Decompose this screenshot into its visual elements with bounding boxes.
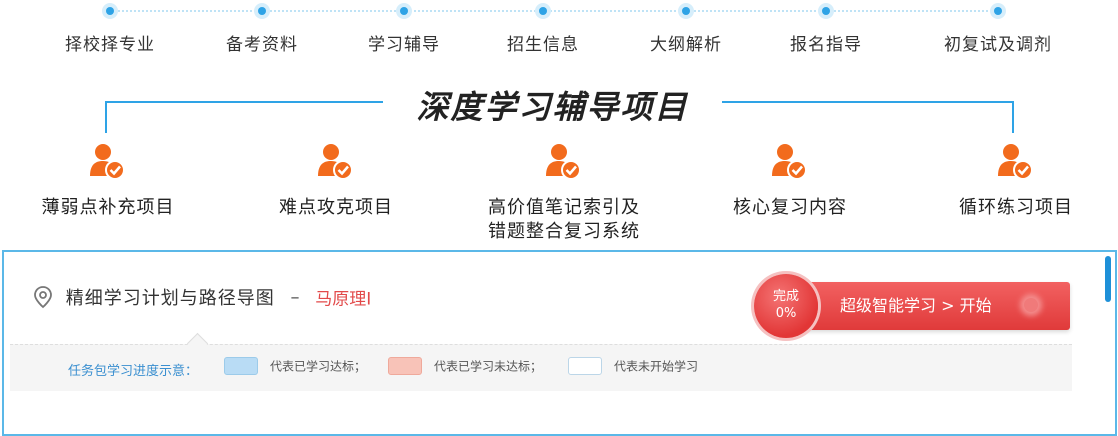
step-retest[interactable]: 初复试及调剂 (918, 0, 1078, 55)
plan-subject[interactable]: 马原理I (315, 289, 372, 310)
progress-value: 0% (775, 306, 797, 321)
step-tutoring[interactable]: 学习辅导 (324, 0, 484, 55)
step-dot-icon (254, 3, 270, 19)
plan-title: 精细学习计划与路径导图 (65, 288, 275, 309)
project-weak-points[interactable]: 薄弱点补充项目 (8, 142, 208, 220)
step-label: 备考资料 (226, 35, 298, 55)
project-label: 核心复习内容 (733, 197, 847, 218)
step-label: 大纲解析 (650, 35, 722, 55)
legend-swatch (568, 357, 602, 375)
step-materials[interactable]: 备考资料 (182, 0, 342, 55)
project-label-line2: 错题整合复习系统 (488, 221, 640, 242)
step-admission-info[interactable]: 招生信息 (463, 0, 623, 55)
sparkle-icon (1024, 298, 1038, 312)
step-timeline: 择校择专业 备考资料 学习辅导 招生信息 大纲解析 报名指导 初复试及调剂 (0, 0, 1118, 60)
section-title: 深度学习辅导项目 (416, 88, 689, 126)
user-check-icon (996, 142, 1036, 182)
legend-swatch (388, 357, 422, 375)
legend-label: 任务包学习进度示意： (68, 364, 199, 379)
progress-circle: 完成 0% (754, 274, 818, 338)
section-title-bar: 深度学习辅导项目 (0, 80, 1118, 135)
step-label: 择校择专业 (65, 35, 155, 55)
legend-text: 代表未开始学习 (614, 359, 699, 374)
project-core-review[interactable]: 核心复习内容 (690, 142, 890, 220)
start-learning-button[interactable]: 超级智能学习 > 开始 (782, 282, 1070, 330)
legend-item-not-started: 代表未开始学习 (568, 357, 698, 377)
project-label: 高价值笔记索引及 错题整合复习系统 (464, 196, 664, 244)
step-dot-icon (678, 3, 694, 19)
step-dot-icon (990, 3, 1006, 19)
legend-text: 代表已学习达标； (270, 359, 367, 374)
step-dot-icon (818, 3, 834, 19)
step-syllabus[interactable]: 大纲解析 (606, 0, 766, 55)
start-button-label: 超级智能学习 > 开始 (840, 296, 992, 315)
legend-notch (186, 332, 209, 355)
legend-item-passed: 代表已学习达标； (224, 357, 366, 377)
plan-header: 精细学习计划与路径导图 – 马原理I (32, 284, 371, 310)
step-registration[interactable]: 报名指导 (746, 0, 906, 55)
step-label: 初复试及调剂 (944, 35, 1052, 55)
project-cyclic-practice[interactable]: 循环练习项目 (916, 142, 1116, 220)
title-left-line (105, 101, 383, 103)
scrollbar-thumb[interactable] (1105, 256, 1111, 302)
progress-label: 完成 (772, 289, 799, 304)
step-school-major[interactable]: 择校择专业 (30, 0, 190, 55)
legend-swatch (224, 357, 258, 375)
step-label: 学习辅导 (368, 35, 440, 55)
plan-title-dash: – (290, 286, 300, 308)
project-label-line1: 高价值笔记索引及 (488, 197, 640, 218)
title-right-bracket (1012, 101, 1014, 133)
legend-text: 代表已学习未达标； (434, 359, 543, 374)
step-dot-icon (396, 3, 412, 19)
project-label: 难点攻克项目 (279, 197, 393, 218)
location-pin-icon (32, 285, 54, 309)
project-notes-index[interactable]: 高价值笔记索引及 错题整合复习系统 (464, 142, 664, 244)
plan-panel: 精细学习计划与路径导图 – 马原理I 超级智能学习 > 开始 完成 0% 任务包… (2, 250, 1117, 436)
user-check-icon (88, 142, 128, 182)
title-right-line (722, 101, 1014, 103)
user-check-icon (770, 142, 810, 182)
progress-legend: 任务包学习进度示意： 代表已学习达标； 代表已学习未达标； 代表未开始学习 (10, 332, 1072, 391)
step-label: 招生信息 (507, 35, 579, 55)
timeline-line (110, 10, 1000, 13)
step-dot-icon (535, 3, 551, 19)
project-label: 循环练习项目 (959, 197, 1073, 218)
user-check-icon (544, 142, 584, 182)
project-hard-points[interactable]: 难点攻克项目 (236, 142, 436, 220)
user-check-icon (316, 142, 356, 182)
step-label: 报名指导 (790, 35, 862, 55)
legend-item-failed: 代表已学习未达标； (388, 357, 542, 377)
step-dot-icon (102, 3, 118, 19)
title-left-bracket (105, 101, 107, 133)
project-label: 薄弱点补充项目 (41, 197, 175, 218)
